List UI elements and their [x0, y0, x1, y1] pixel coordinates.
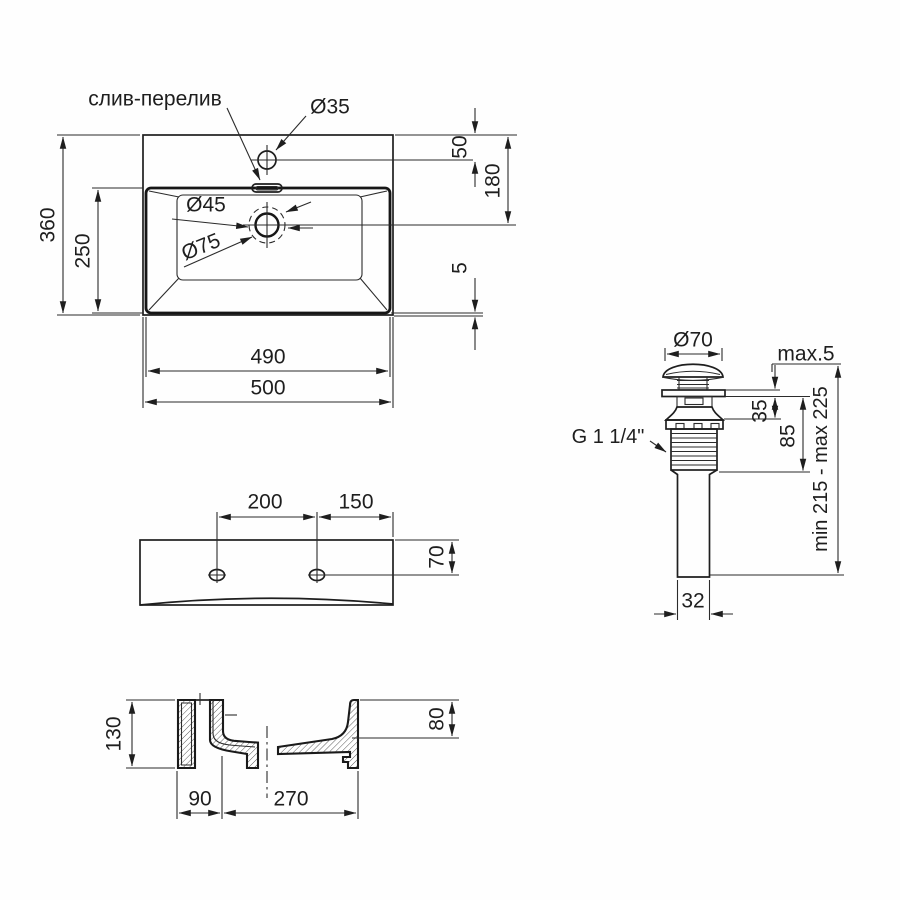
overflow-leader	[226, 107, 261, 181]
section-back-wall-inner	[180, 702, 193, 766]
faucet-diameter-label: Ø35	[310, 96, 350, 119]
dim-d70: Ø70	[664, 329, 723, 361]
drain-tailpipe	[670, 469, 718, 578]
drain-stem	[677, 377, 709, 390]
dim-360-text: 360	[37, 207, 60, 242]
dim-90: 90	[176, 756, 223, 819]
dim-180-text: 180	[482, 163, 505, 198]
drain-assembly-view: Ø70 max.5 35 85 G 1 1/4"	[572, 329, 844, 620]
dim-max5-text: max.5	[777, 343, 834, 366]
section-left-bottom	[208, 698, 260, 770]
dim-130: 130	[103, 699, 175, 769]
drain-body-window	[684, 397, 704, 406]
section-left-bottom-inner	[212, 700, 256, 748]
drain-inner-leader-left	[171, 218, 249, 229]
dim-85-text: 85	[777, 424, 800, 447]
dim-70-text: 70	[426, 545, 449, 568]
drain-thread-section	[670, 428, 718, 471]
thread-spec: G 1 1/4"	[572, 426, 667, 453]
front-outline	[139, 539, 394, 606]
dim-32: 32	[654, 580, 733, 620]
dim-180: 180	[482, 136, 512, 224]
drain-outer-leader-left	[183, 236, 253, 268]
dim-35-text: 35	[749, 399, 772, 422]
dim-5: 5	[391, 262, 483, 350]
dim-50: 50	[395, 108, 517, 187]
side-section-view: 130 80 90 270	[103, 693, 459, 819]
basin-bottom	[176, 194, 363, 281]
dim-270: 270	[223, 771, 359, 819]
dim-130-text: 130	[103, 716, 126, 751]
dim-70: 70	[326, 539, 459, 576]
drain-bell	[663, 406, 726, 421]
dim-85: 85	[719, 397, 810, 473]
faucet-diameter-leader	[275, 115, 307, 151]
dim-50-text: 50	[449, 135, 472, 158]
dim-35: 35	[724, 397, 781, 423]
dim-d70-text: Ø70	[673, 329, 713, 352]
dim-80-text: 80	[426, 707, 449, 730]
dim-range-text: min 215 - max 225	[810, 386, 832, 552]
section-back-wall	[176, 698, 197, 770]
front-view: 200 150 70	[139, 491, 459, 606]
dim-500-text: 500	[250, 377, 285, 400]
dim-490: 490	[145, 317, 391, 377]
drain-cap	[662, 363, 724, 378]
dim-150-text: 150	[338, 491, 373, 514]
drain-thread-lines	[671, 432, 717, 466]
basin-bevel-lines	[148, 190, 388, 311]
dim-80: 80	[352, 699, 459, 739]
drain-cap-rim	[662, 370, 724, 381]
thread-spec-text: G 1 1/4"	[572, 426, 645, 448]
drain-flange	[661, 389, 726, 398]
dim-360: 360	[37, 134, 140, 316]
dim-270-text: 270	[273, 788, 308, 811]
drain-inner-leader-right	[285, 201, 312, 213]
basin-rim	[144, 186, 392, 315]
dim-250-text: 250	[72, 233, 95, 268]
dim-200: 200	[218, 491, 316, 521]
front-bottom-curve	[139, 597, 394, 606]
overflow-label: слив-перелив	[88, 88, 222, 111]
drain-inner-label: Ø45	[186, 194, 226, 217]
dim-150: 150	[318, 491, 392, 521]
dim-250: 250	[72, 187, 143, 314]
overflow-slot	[251, 183, 283, 193]
overflow-slot-inner	[255, 185, 279, 191]
dim-32-text: 32	[681, 590, 704, 613]
top-view: слив-перелив Ø35 Ø45 Ø75 360 250	[37, 88, 517, 408]
dim-490-text: 490	[250, 346, 285, 369]
dim-500: 500	[142, 317, 394, 408]
dim-5-text: 5	[449, 262, 472, 274]
section-right-bottom	[276, 698, 360, 770]
dim-90-text: 90	[188, 788, 211, 811]
dim-range: min 215 - max 225	[710, 365, 844, 576]
dim-200-text: 200	[247, 491, 282, 514]
dim-max5: max.5	[725, 343, 841, 398]
